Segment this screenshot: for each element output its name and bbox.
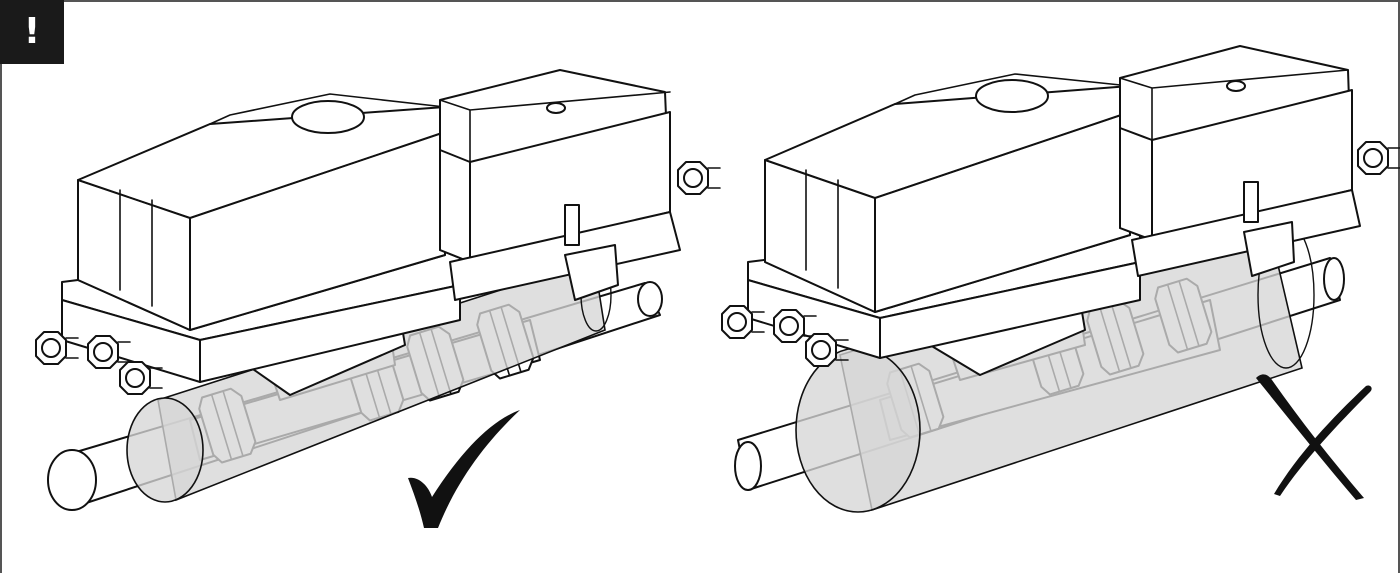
cross-icon — [1256, 374, 1372, 500]
actuator-module-left — [439, 69, 681, 301]
actuator-module-right — [1119, 45, 1361, 277]
panel-correct — [35, 69, 721, 528]
check-icon — [408, 410, 520, 528]
actuator-main-right — [747, 73, 1141, 359]
actuator-main-left — [61, 93, 461, 383]
warning-badge: ! — [0, 0, 64, 64]
panel-incorrect — [721, 45, 1400, 513]
insulation-incorrect — [795, 220, 1315, 513]
